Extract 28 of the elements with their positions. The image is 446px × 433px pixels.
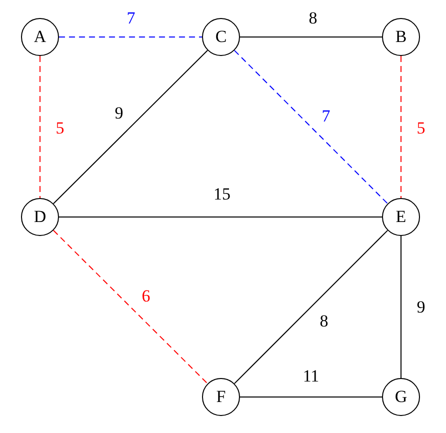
- edge-line: [234, 230, 388, 384]
- node-circle: A: [21, 18, 59, 56]
- edge-line: [58, 36, 202, 38]
- edge-line: [400, 56, 402, 198]
- edge-line: [52, 50, 208, 204]
- edge-line: [234, 50, 388, 204]
- edge-label: 8: [308, 10, 318, 26]
- edge-label: 5: [416, 120, 426, 136]
- edge-line: [52, 230, 208, 384]
- node-circle: C: [202, 18, 240, 56]
- node-circle: F: [202, 378, 240, 416]
- edge-label: 8: [320, 312, 328, 330]
- node-circle: E: [382, 198, 420, 236]
- edge-label: 6: [142, 288, 150, 304]
- edge-label: 9: [416, 298, 426, 316]
- edge-label: 11: [302, 368, 320, 384]
- edge-line: [240, 396, 382, 398]
- node-circle: D: [21, 198, 59, 236]
- edge-line: [240, 36, 382, 38]
- node-circle: B: [382, 18, 420, 56]
- edge-line: [58, 216, 382, 218]
- node-circle: G: [382, 378, 420, 416]
- edge-label: 7: [322, 108, 330, 124]
- edge-label: 9: [114, 104, 124, 122]
- edge-label: 15: [214, 186, 230, 202]
- edge-line: [400, 236, 402, 378]
- edge-label: 5: [56, 120, 64, 136]
- edge-label: 7: [126, 10, 136, 26]
